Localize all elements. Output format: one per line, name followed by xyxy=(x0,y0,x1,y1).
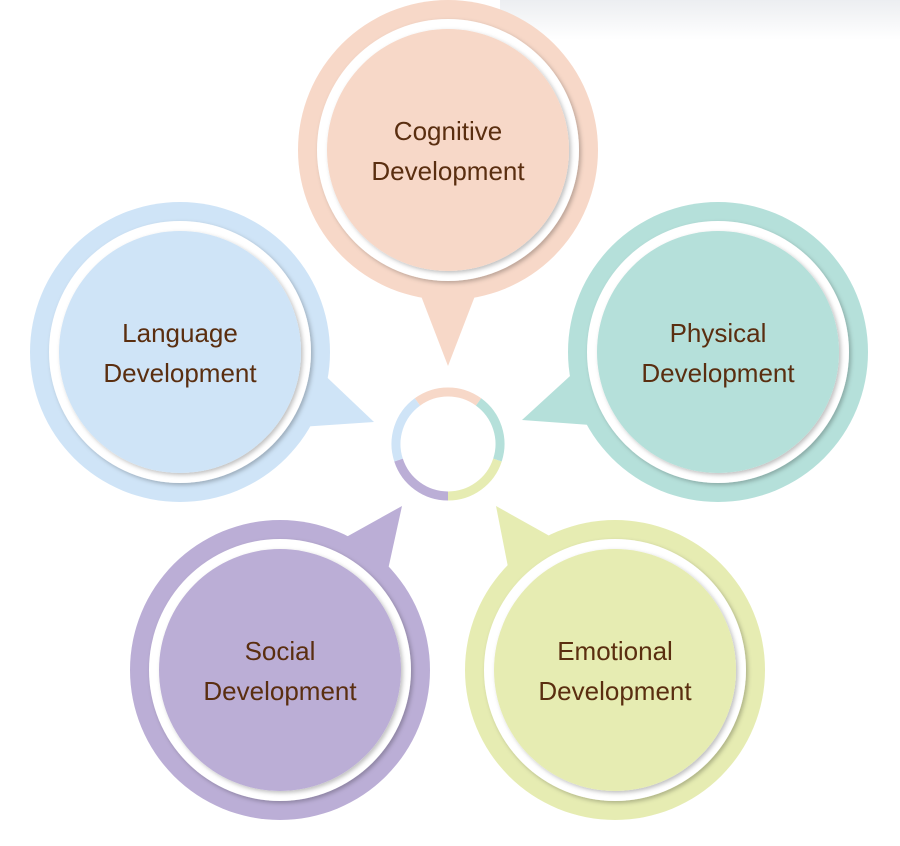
emotional-label-line1: Emotional xyxy=(557,636,673,666)
emotional-label-line2: Development xyxy=(538,676,692,706)
cognitive-inner-circle xyxy=(327,29,569,271)
ring-segment-physical xyxy=(475,398,505,462)
cognitive-label-line2: Development xyxy=(371,156,525,186)
physical-label-line1: Physical xyxy=(670,318,767,348)
cognitive-pointer xyxy=(417,286,479,366)
language-inner-circle xyxy=(59,231,301,473)
top-shadow xyxy=(500,0,900,40)
social-inner-circle xyxy=(159,549,401,791)
center-ring xyxy=(391,387,505,501)
language-label-line1: Language xyxy=(122,318,238,348)
social-label-line2: Development xyxy=(203,676,357,706)
ring-segment-cognitive xyxy=(414,387,482,406)
physical-inner-circle xyxy=(597,231,839,473)
ring-segment-language xyxy=(391,398,421,462)
physical-label-line2: Development xyxy=(641,358,795,388)
emotional-pointer xyxy=(496,506,560,578)
ring-segment-emotional xyxy=(447,458,502,501)
ring-segment-social xyxy=(394,458,449,501)
social-pointer xyxy=(337,506,402,579)
cognitive-label-line1: Cognitive xyxy=(394,116,502,146)
social-label-line1: Social xyxy=(245,636,316,666)
language-label-line2: Development xyxy=(103,358,257,388)
emotional-inner-circle xyxy=(494,549,736,791)
